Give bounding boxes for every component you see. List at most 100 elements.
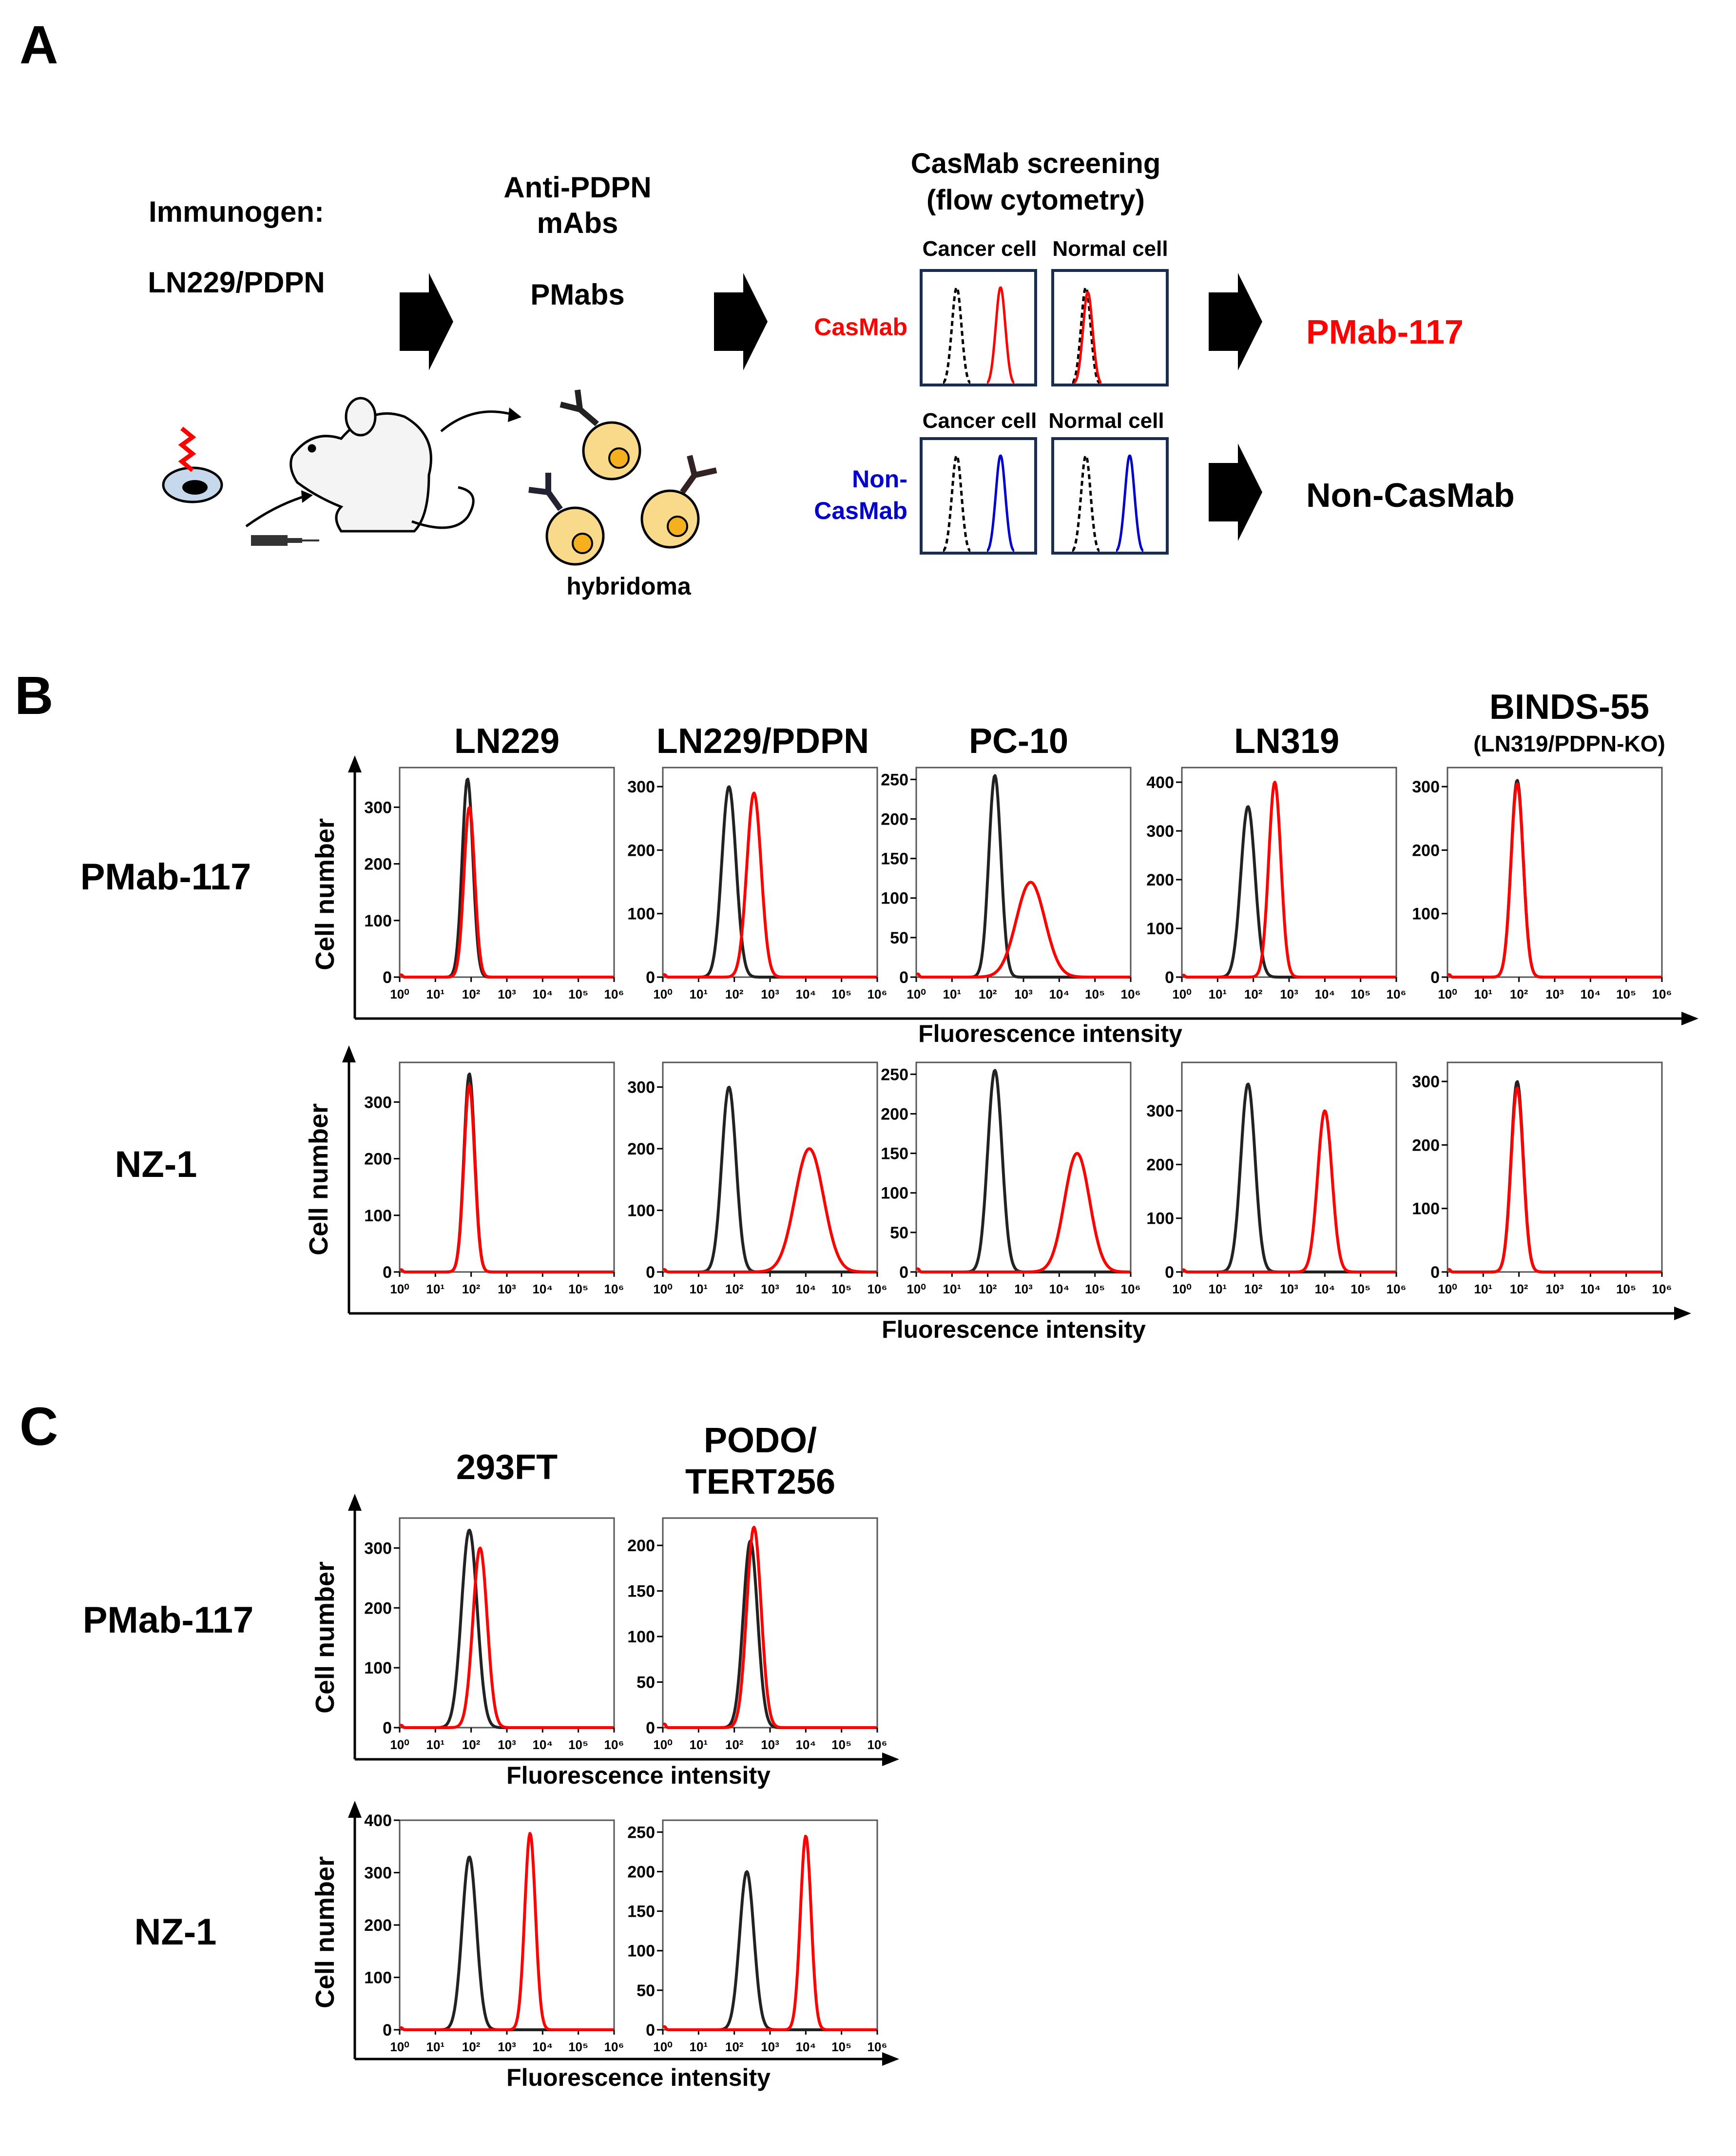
x-tick-label: 10³ (498, 2040, 516, 2054)
x-tick-label: 10⁶ (1121, 987, 1141, 1001)
y-tick-label: 100 (627, 1628, 655, 1646)
y-tick-label: 100 (1146, 1210, 1174, 1228)
column-title-podo: PODO/ (704, 1421, 817, 1460)
y-tick-label: 150 (627, 1582, 655, 1601)
x-tick-label: 10⁶ (1121, 1282, 1141, 1296)
arrowhead-icon (301, 490, 313, 503)
x-tick-label: 10¹ (1474, 1282, 1493, 1296)
y-tick-label: 0 (1165, 968, 1174, 987)
x-tick-label: 10⁰ (907, 1282, 926, 1296)
axis-frame (347, 768, 1686, 1315)
histogram-frame (915, 1061, 1132, 1273)
schematic-histogram-box (1051, 269, 1169, 386)
x-tick-label: 10¹ (426, 1282, 445, 1296)
x-tick-label: 10⁶ (1387, 987, 1407, 1001)
antibody-histogram-line (399, 1832, 614, 2031)
histogram-frame (662, 1061, 878, 1273)
x-tick-label: 10³ (1545, 987, 1564, 1001)
x-tick-label: 10⁵ (1350, 1282, 1370, 1296)
screening-title-line2: (flow cytometry) (926, 184, 1145, 216)
arrowhead-icon (348, 1494, 362, 1511)
y-tick-label: 300 (364, 1539, 392, 1558)
y-tick-label: 300 (1412, 1073, 1440, 1091)
histogram-frame (662, 1517, 878, 1729)
y-tick-label: 150 (627, 1903, 655, 1921)
x-tick-label: 10² (979, 987, 997, 1001)
y-tick-label: 50 (637, 1674, 655, 1692)
x-tick-label: 10³ (1545, 1282, 1564, 1296)
y-tick-label: 100 (1412, 1200, 1440, 1218)
y-tick-label: 300 (1412, 778, 1440, 796)
x-tick-label: 10⁰ (1172, 1282, 1191, 1296)
histogram-frame (915, 767, 1132, 978)
antibody-histogram-line (399, 1546, 614, 1729)
schematic-noncasmab-peak (1115, 454, 1145, 552)
arrow-right-icon (1209, 443, 1262, 541)
x-tick-label: 10⁰ (907, 987, 926, 1001)
x-tick-label: 10⁵ (1616, 1282, 1636, 1296)
x-tick-label: 10⁶ (1652, 987, 1672, 1001)
y-tick-label: 200 (1412, 841, 1440, 860)
y-tick-label: 250 (881, 770, 908, 789)
y-tick-label: 100 (627, 905, 655, 924)
x-tick-label: 10⁰ (653, 2040, 672, 2054)
x-tick-label: 10⁶ (868, 1737, 887, 1752)
x-tick-label: 10¹ (690, 2040, 708, 2054)
x-axis-label: Fluorescence intensity (918, 1020, 1182, 1047)
result-casmab: PMab-117 (1306, 313, 1464, 351)
x-tick-label: 10⁰ (390, 987, 409, 1001)
x-tick-label: 10⁰ (1172, 987, 1191, 1001)
x-tick-label: 10⁰ (653, 1282, 672, 1296)
y-tick-label: 200 (1146, 1155, 1174, 1174)
antibody-histogram-line (399, 806, 614, 979)
x-tick-label: 10³ (1280, 987, 1298, 1001)
y-tick-label: 0 (646, 2021, 655, 2040)
x-tick-label: 10⁵ (1350, 987, 1370, 1001)
x-tick-label: 10⁴ (795, 1737, 816, 1752)
row-label-nz1: NZ-1 (115, 1144, 197, 1185)
x-tick-label: 10⁴ (795, 987, 816, 1001)
x-tick-label: 10³ (498, 1282, 516, 1296)
x-tick-label: 10¹ (690, 1737, 708, 1752)
y-tick-label: 0 (383, 2021, 392, 2040)
x-tick-label: 10² (725, 1737, 744, 1752)
arrow-right-icon (400, 273, 453, 370)
schematic-histogram-box (1051, 437, 1169, 555)
antibody-histogram-line (1447, 1086, 1662, 1273)
x-tick-label: 10⁴ (532, 1282, 553, 1296)
arrowhead-icon (508, 407, 521, 422)
y-axis-label: Cell number (310, 1561, 340, 1713)
schematic-noncasmab-peak (985, 454, 1016, 552)
x-tick-label: 10⁰ (653, 1737, 672, 1752)
y-tick-label: 300 (1146, 1102, 1174, 1120)
casmab-label: CasMab (814, 313, 907, 341)
x-tick-label: 10² (1244, 1282, 1263, 1296)
x-tick-label: 10⁶ (604, 2040, 624, 2054)
arrowhead-icon (1681, 1012, 1698, 1025)
y-tick-label: 200 (627, 1863, 655, 1881)
y-tick-label: 200 (1412, 1136, 1440, 1155)
cancer-cell-label: Cancer cell (923, 409, 1037, 433)
y-axis-label: Cell number (304, 1103, 333, 1255)
x-tick-label: 10⁴ (1314, 987, 1335, 1001)
normal-cell-label: Normal cell (1048, 409, 1164, 433)
y-tick-label: 0 (646, 968, 655, 987)
y-tick-label: 150 (881, 850, 908, 868)
antibody-histogram-line (916, 1152, 1131, 1273)
y-tick-label: 100 (627, 1942, 655, 1961)
x-tick-label: 10⁰ (653, 987, 672, 1001)
y-tick-label: 150 (881, 1145, 908, 1163)
noncasmab-label-line2: CasMab (814, 497, 907, 524)
screening-title-line1: CasMab screening (911, 148, 1161, 179)
panel-b-letter: B (15, 666, 53, 726)
y-tick-label: 0 (383, 1719, 392, 1737)
mabs-title-line2: mAbs (537, 207, 618, 239)
